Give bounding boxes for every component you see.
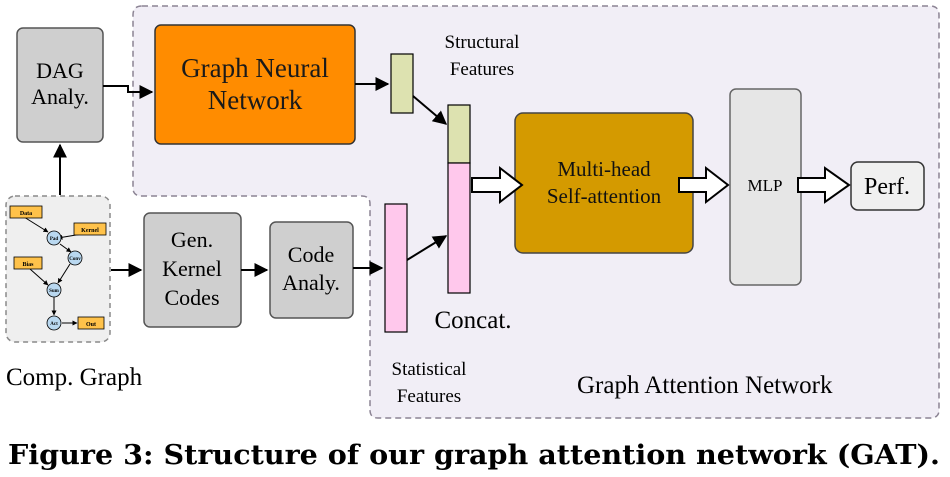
structural-feature-bar <box>390 53 414 114</box>
hollow-arrow-icon <box>471 165 851 205</box>
comp-graph-node-act: Act <box>46 315 62 331</box>
concat-label: Concat. <box>434 307 511 334</box>
svg-text:Sum: Sum <box>49 289 60 294</box>
mlp-label: MLP <box>748 176 783 195</box>
mlp-block: MLP <box>729 88 802 286</box>
concat-statistical-part <box>447 162 471 294</box>
comp-graph-label: Comp. Graph <box>6 364 143 391</box>
statistical-feature-bar <box>384 203 408 333</box>
perf-block: Perf. <box>850 161 925 211</box>
svg-text:Kernel: Kernel <box>81 228 99 234</box>
comp-graph-node-bias: Bias <box>13 256 43 270</box>
gat-network-label: Graph Attention Network <box>577 372 833 399</box>
figure-caption: Figure 3: Structure of our graph attenti… <box>8 440 940 471</box>
comp-graph-node-kernel: Kernel <box>73 222 107 236</box>
concat-structural-part <box>447 104 471 164</box>
comp-graph-node-sum: Sum <box>46 282 62 298</box>
comp-graph-node-out: Out <box>77 316 105 330</box>
comp-graph-node-data: Data <box>9 205 43 219</box>
comp-graph-node-pad: Pad <box>46 230 62 246</box>
svg-text:Act: Act <box>50 322 58 327</box>
svg-text:Data: Data <box>20 211 32 217</box>
arrow-icon <box>53 77 448 277</box>
svg-text:Conv: Conv <box>69 257 81 262</box>
perf-label: Perf. <box>864 174 910 200</box>
comp-graph-node-conv: Conv <box>67 250 83 266</box>
svg-text:Pad: Pad <box>50 237 59 242</box>
svg-text:Out: Out <box>86 322 96 328</box>
svg-text:Bias: Bias <box>22 262 34 268</box>
